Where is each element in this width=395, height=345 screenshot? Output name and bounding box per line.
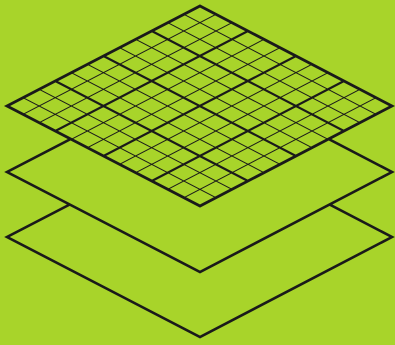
- layers-grid-illustration: [0, 0, 395, 345]
